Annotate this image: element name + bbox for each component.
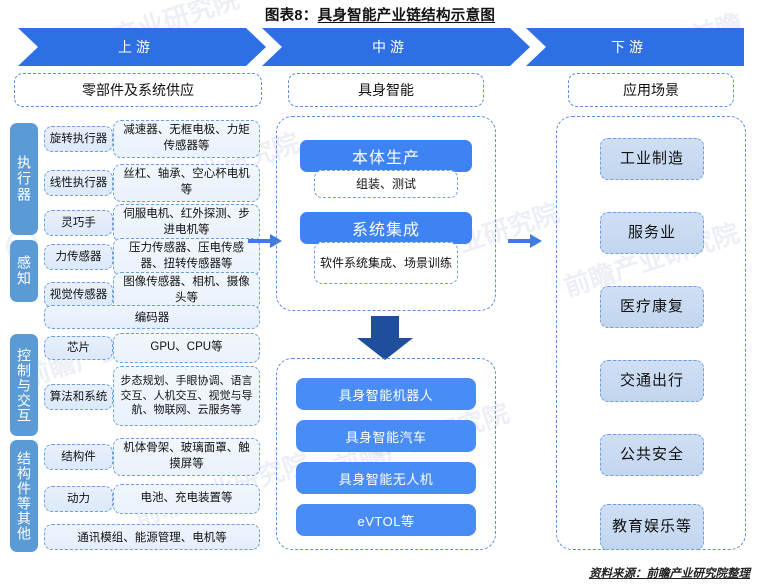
upstream-cat-structural-part[interactable]: 结构件 <box>44 444 113 470</box>
upstream-cat-rotary[interactable]: 旋转执行器 <box>44 126 113 152</box>
det-label: 压力传感器、压电传感器、扭转传感器等 <box>129 242 244 270</box>
downstream-header: 应用场景 <box>568 73 734 107</box>
downstream-item-medical[interactable]: 医疗康复 <box>600 286 704 328</box>
midstream-substage-production: 组装、测试 <box>314 170 458 198</box>
banner-upstream-label: 上游 <box>118 39 154 55</box>
downstream-container <box>556 116 746 550</box>
wide-label: 编码器 <box>134 312 170 324</box>
cat-label: 算法和系统 <box>49 390 108 403</box>
upstream-cat-force-sensor[interactable]: 力传感器 <box>44 244 113 270</box>
upstream-cat-vision-sensor[interactable]: 视觉传感器 <box>44 282 113 308</box>
midstream-product-evtol[interactable]: eVTOL等 <box>296 504 476 536</box>
cat-label: 结构件 <box>61 450 96 463</box>
det-label: 电池、充电装置等 <box>140 492 233 505</box>
midstream-product-uav[interactable]: 具身智能无人机 <box>296 462 476 494</box>
label-text: 控制与交互 <box>16 347 32 423</box>
det-label: 步态规划、手眼协调、语言交互、人机交互、视觉与导航、物联网、云服务等 <box>120 374 253 417</box>
upstream-wide-encoder[interactable]: 编码器 <box>44 305 260 329</box>
downstream-item-education[interactable]: 教育娱乐等 <box>600 504 704 550</box>
upstream-cat-chip[interactable]: 芯片 <box>44 336 113 360</box>
downstream-item-transport[interactable]: 交通出行 <box>600 360 704 402</box>
midstream-stage-container <box>276 116 496 311</box>
midstream-header-label: 具身智能 <box>358 82 414 98</box>
upstream-det-force-sensor: 压力传感器、压电传感器、扭转传感器等 <box>113 238 260 276</box>
downstream-header-label: 应用场景 <box>623 82 679 98</box>
cat-label: 芯片 <box>67 341 90 354</box>
stage-title: 系统集成 <box>351 222 420 239</box>
upstream-det-rotary: 减速器、无框电极、力矩传感器等 <box>113 120 260 158</box>
upstream-header-label: 零部件及系统供应 <box>82 82 194 98</box>
upstream-cat-power[interactable]: 动力 <box>44 486 113 512</box>
title-text: 具身智能产业链结构示意图 <box>317 8 496 24</box>
item-label: 工业制造 <box>619 150 684 167</box>
label-text: 感知 <box>16 255 32 287</box>
item-label: 医疗康复 <box>619 298 684 315</box>
cat-label: 旋转执行器 <box>49 132 108 145</box>
upstream-det-dexterous-hand: 伺服电机、红外探测、步进电机等 <box>113 204 260 242</box>
upstream-cat-dexterous-hand[interactable]: 灵巧手 <box>44 210 113 236</box>
stage-sub: 组装、测试 <box>355 176 416 191</box>
downstream-item-service[interactable]: 服务业 <box>600 212 704 254</box>
banner-downstream-label: 下游 <box>611 39 647 55</box>
upstream-group-label-control: 控制与交互 <box>10 334 38 436</box>
product-label: 具身智能机器人 <box>338 387 434 403</box>
det-label: 减速器、无框电极、力矩传感器等 <box>123 124 250 152</box>
upstream-det-chip: GPU、CPU等 <box>113 333 260 363</box>
upstream-wide-comm[interactable]: 通讯模组、能源管理、电机等 <box>44 524 260 550</box>
midstream-header: 具身智能 <box>288 73 484 107</box>
item-label: 公共安全 <box>619 446 684 463</box>
stage-sub: 软件系统集成、场景训练 <box>319 255 452 270</box>
banner-downstream[interactable]: 下游 <box>526 28 744 66</box>
cat-label: 力传感器 <box>55 250 102 263</box>
det-label: 丝杠、轴承、空心杯电机等 <box>123 168 250 196</box>
title-prefix: 图表8： <box>264 8 318 24</box>
midstream-stage-integration[interactable]: 系统集成 <box>300 212 472 244</box>
stage-title: 本体生产 <box>351 150 420 167</box>
upstream-det-power: 电池、充电装置等 <box>113 484 260 514</box>
page-title: 图表8：具身智能产业链结构示意图 <box>0 4 760 25</box>
upstream-det-linear: 丝杠、轴承、空心杯电机等 <box>113 164 260 202</box>
upstream-cat-linear[interactable]: 线性执行器 <box>44 170 113 196</box>
cat-label: 灵巧手 <box>61 216 96 229</box>
det-label: GPU、CPU等 <box>150 341 223 354</box>
midstream-product-vehicle[interactable]: 具身智能汽车 <box>296 420 476 452</box>
product-label: eVTOL等 <box>357 513 415 529</box>
product-label: 具身智能汽车 <box>345 429 427 445</box>
midstream-substage-integration: 软件系统集成、场景训练 <box>314 242 458 284</box>
det-label: 图像传感器、相机、摄像头等 <box>123 276 250 304</box>
upstream-header: 零部件及系统供应 <box>14 73 262 107</box>
item-label: 服务业 <box>627 224 676 241</box>
upstream-det-algorithm: 步态规划、手眼协调、语言交互、人机交互、视觉与导航、物联网、云服务等 <box>113 366 260 426</box>
midstream-stage-production[interactable]: 本体生产 <box>300 140 472 172</box>
midstream-product-robot[interactable]: 具身智能机器人 <box>296 378 476 410</box>
label-text: 结构件等其他 <box>16 451 32 541</box>
item-label: 交通出行 <box>619 372 684 389</box>
det-label: 伺服电机、红外探测、步进电机等 <box>123 208 250 236</box>
arrow-midstream-to-downstream-icon <box>508 234 542 248</box>
upstream-det-vision-sensor: 图像传感器、相机、摄像头等 <box>113 272 260 310</box>
item-label: 教育娱乐等 <box>611 518 692 535</box>
det-label: 机体骨架、玻璃面罩、触摸屏等 <box>123 442 250 470</box>
downstream-item-public-safety[interactable]: 公共安全 <box>600 434 704 476</box>
banner-midstream-label: 中游 <box>372 39 408 55</box>
upstream-det-structural-part: 机体骨架、玻璃面罩、触摸屏等 <box>113 438 260 476</box>
banner-upstream[interactable]: 上游 <box>18 28 266 66</box>
midstream-product-container <box>276 358 496 550</box>
upstream-cat-algorithm[interactable]: 算法和系统 <box>44 384 113 410</box>
cat-label: 动力 <box>67 492 90 505</box>
cat-label: 视觉传感器 <box>49 288 108 301</box>
upstream-group-label-perception: 感知 <box>10 240 38 302</box>
label-text: 执行器 <box>16 155 32 203</box>
product-label: 具身智能无人机 <box>338 471 434 487</box>
cat-label: 线性执行器 <box>49 176 108 189</box>
down-arrow-icon <box>357 316 413 360</box>
upstream-group-label-structure: 结构件等其他 <box>10 440 38 552</box>
banner-midstream[interactable]: 中游 <box>262 28 530 66</box>
downstream-item-industrial[interactable]: 工业制造 <box>600 138 704 180</box>
wide-label: 通讯模组、能源管理、电机等 <box>77 532 227 544</box>
arrow-upstream-to-midstream-icon <box>248 234 282 248</box>
source-note: 资料来源：前瞻产业研究院整理 <box>589 568 750 580</box>
upstream-group-label-actuator: 执行器 <box>10 123 38 235</box>
